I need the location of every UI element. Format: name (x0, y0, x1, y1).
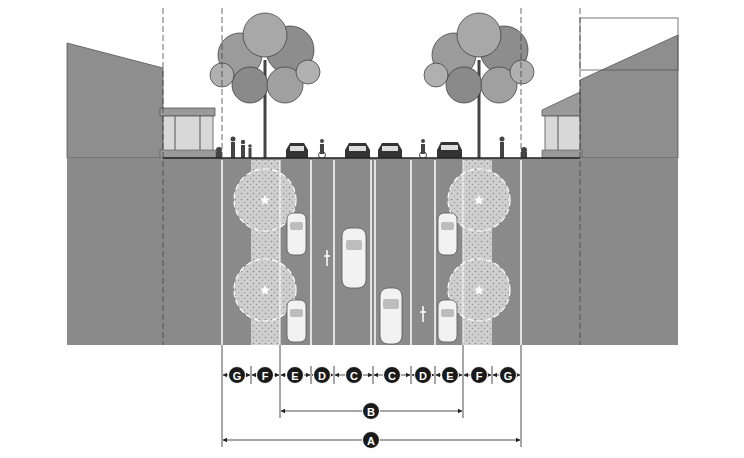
tree-canopy-plan (234, 169, 510, 321)
callout-letter: F (470, 366, 488, 384)
callout-letter: C (383, 366, 401, 384)
callout-letter: G (499, 366, 517, 384)
callout-letter: G (228, 366, 246, 384)
callout-letter: E (441, 366, 459, 384)
car-plan (287, 213, 457, 344)
street-users (216, 137, 527, 161)
building (67, 18, 678, 158)
callout-letter: E (286, 366, 304, 384)
callout-letter: D (414, 366, 432, 384)
callout-letter: A (362, 431, 380, 449)
lane-lines (222, 160, 521, 345)
bike-symbol (324, 250, 426, 322)
street-tree (210, 13, 534, 158)
callout-letter: F (256, 366, 274, 384)
plan-ground (67, 158, 678, 345)
callout-letter: B (362, 402, 380, 420)
callout-letter: C (345, 366, 363, 384)
callout-letter: D (313, 366, 331, 384)
property-line (163, 8, 580, 345)
